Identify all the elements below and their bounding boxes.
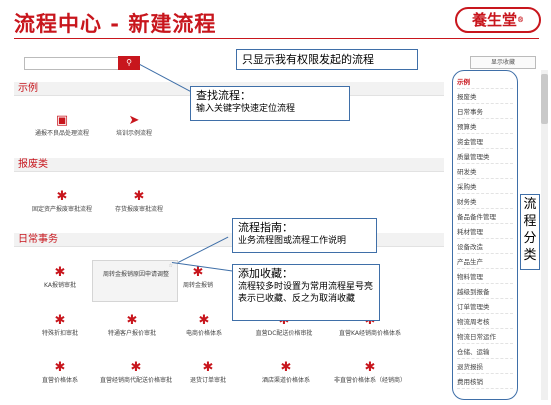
show-favorites-button[interactable]: 显示收藏 xyxy=(470,56,536,69)
app-tile-direct-price[interactable]: ✱ 直营价格体系 xyxy=(20,360,100,385)
puzzle-icon: ✱ xyxy=(56,189,68,204)
page-scrollbar[interactable] xyxy=(541,70,548,400)
sidebar-item-materials[interactable]: 物料管理 xyxy=(457,270,513,284)
sidebar-item-quality[interactable]: 质量管理类 xyxy=(457,150,513,164)
app-tile-ka[interactable]: ✱ KA报销审批 xyxy=(20,265,100,290)
sidebar-item-orders[interactable]: 订单管理类 xyxy=(457,300,513,314)
section-header-daily: 日常事务 xyxy=(14,233,444,247)
app-tile-return-order[interactable]: ✱ 退货订单审批 xyxy=(168,360,248,385)
app-tile-special-quote[interactable]: ✱ 特通客户报价审批 xyxy=(92,313,172,338)
app-tile-non-direct[interactable]: ✱ 非直营价格体系（经销商） xyxy=(330,360,410,385)
sidebar-item-funds[interactable]: 资金管理 xyxy=(457,135,513,149)
sidebar-item-purchase[interactable]: 采购类 xyxy=(457,180,513,194)
sidebar-item-finance[interactable]: 财务类 xyxy=(457,195,513,209)
puzzle-icon: ✱ xyxy=(192,265,204,280)
category-sidebar: 示例 报废类 日常事务 预算类 资金管理 质量管理类 研发类 采购类 财务类 备… xyxy=(452,70,518,400)
star-icon[interactable]: ☆ xyxy=(168,263,173,269)
brand-logo: 養生堂® xyxy=(455,7,541,33)
sidebar-item-returns[interactable]: 退货报损 xyxy=(457,360,513,374)
callout-category: 流程分类 xyxy=(520,194,540,270)
app-tile-turnover-adjust[interactable]: ☆ 周转金报销原因申请调整 xyxy=(92,260,178,302)
app-tile-ecommerce[interactable]: ✱ 电商价格体系 xyxy=(164,313,244,338)
sidebar-item-scrap[interactable]: 报废类 xyxy=(457,90,513,104)
rocket-icon: ➤ xyxy=(128,113,140,128)
sidebar-item-logistics-ops[interactable]: 物流日常运作 xyxy=(457,330,513,344)
search-input[interactable] xyxy=(24,57,119,70)
search-button[interactable]: ⚲ xyxy=(118,56,140,70)
sidebar-item-warehouse[interactable]: 仓储、运输 xyxy=(457,345,513,359)
app-tile-dealer-delivery[interactable]: ✱ 直营经销商代配送价格审批 xyxy=(96,360,176,385)
puzzle-icon: ✱ xyxy=(130,360,142,375)
app-tile-hotel-channel[interactable]: ✱ 酒店渠道价格体系 xyxy=(246,360,326,385)
sidebar-item-escalation[interactable]: 越级到报备 xyxy=(457,285,513,299)
sidebar-item-daily[interactable]: 日常事务 xyxy=(457,105,513,119)
puzzle-icon: ✱ xyxy=(133,189,145,204)
callout-permission: 只显示我有权限发起的流程 xyxy=(236,49,418,70)
sidebar-item-logistics-review[interactable]: 物流周考核 xyxy=(457,315,513,329)
callout-favorite: 添加收藏： 流程较多时设置为常用流程星号亮表示已收藏、反之为取消收藏 xyxy=(232,264,380,321)
cube-icon: ▣ xyxy=(55,113,69,128)
puzzle-icon: ✱ xyxy=(198,313,210,328)
app-tile-example-1[interactable]: ▣ 通报不良品处理流程 xyxy=(22,113,102,138)
search-icon: ⚲ xyxy=(126,58,132,67)
sidebar-item-budget[interactable]: 预算类 xyxy=(457,120,513,134)
puzzle-icon: ✱ xyxy=(54,265,66,280)
section-header-scrap: 报废类 xyxy=(14,158,444,172)
callout-search: 查找流程： 输入关键字快速定位流程 xyxy=(190,86,350,121)
title-divider xyxy=(14,38,539,39)
page-title: 流程中心 - 新建流程 xyxy=(14,12,217,36)
app-tile-special-discount[interactable]: ✱ 特殊折扣审批 xyxy=(20,313,100,338)
scrollbar-thumb[interactable] xyxy=(541,74,548,124)
puzzle-icon: ✱ xyxy=(54,360,66,375)
sidebar-item-consumables[interactable]: 耗材管理 xyxy=(457,225,513,239)
puzzle-icon: ✱ xyxy=(364,360,376,375)
puzzle-icon: ✱ xyxy=(54,313,66,328)
sidebar-item-equipment[interactable]: 设备改造 xyxy=(457,240,513,254)
app-tile-fixed-asset[interactable]: ✱ 固定资产报废审批流程 xyxy=(22,189,102,214)
sidebar-item-rnd[interactable]: 研发类 xyxy=(457,165,513,179)
sidebar-item-production[interactable]: 产品生产 xyxy=(457,255,513,269)
sidebar-item-example[interactable]: 示例 xyxy=(457,75,513,89)
app-tile-inventory[interactable]: ✱ 存货报废审批流程 xyxy=(99,189,179,214)
sidebar-item-expenses[interactable]: 费用核销 xyxy=(457,375,513,389)
puzzle-icon: ✱ xyxy=(280,360,292,375)
app-tile-turnover[interactable]: ✱ 周转金报销 xyxy=(158,265,238,290)
puzzle-icon: ✱ xyxy=(202,360,214,375)
app-tile-example-2[interactable]: ➤ 培训示例流程 xyxy=(94,113,174,138)
sidebar-item-spare-parts[interactable]: 备品备件管理 xyxy=(457,210,513,224)
puzzle-icon: ✱ xyxy=(126,313,138,328)
callout-guide: 流程指南： 业务流程图或流程工作说明 xyxy=(232,218,377,253)
